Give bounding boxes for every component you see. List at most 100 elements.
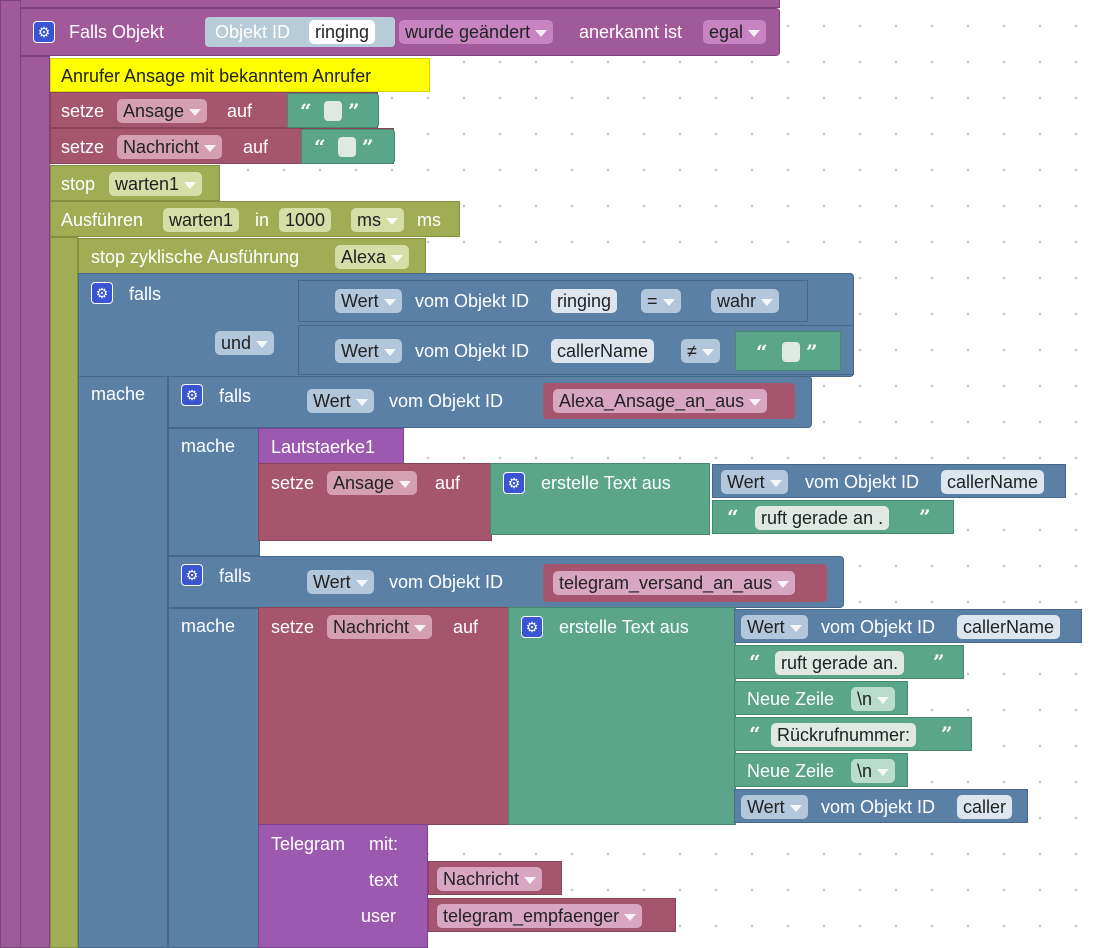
- if2-text-obj[interactable]: callerName: [941, 470, 1045, 494]
- telegram-text-var[interactable]: Nachricht: [437, 867, 543, 891]
- ausfuehren-block[interactable]: Ausführen warten1 in 1000 ms ms: [50, 201, 460, 237]
- anerkannt-dropdown[interactable]: egal: [703, 20, 767, 44]
- stop-cyclic-target[interactable]: Alexa: [335, 245, 410, 269]
- if3-text-item2[interactable]: Wert vom Objekt ID caller: [734, 789, 1028, 823]
- if1-cond2[interactable]: Wert vom Objekt ID callerName ≠ “ ”: [298, 325, 854, 375]
- empty-text-nachricht[interactable]: “ ”: [301, 129, 395, 164]
- cond2-wert[interactable]: Wert: [335, 339, 402, 363]
- if3-text-literal2[interactable]: “ Rückrufnummer: ”: [734, 717, 972, 751]
- if3-item2-wert[interactable]: Wert: [741, 795, 808, 819]
- if3-item2-obj[interactable]: caller: [957, 795, 1013, 819]
- if2-text-literal[interactable]: “ ruft gerade an . ”: [712, 500, 954, 534]
- empty-text-field[interactable]: [324, 101, 342, 121]
- stop-cyclic-block[interactable]: stop zyklische Ausführung Alexa: [78, 238, 426, 274]
- if2-set-ansage[interactable]: setze Ansage auf: [258, 463, 492, 541]
- gear-icon[interactable]: ⚙: [503, 472, 525, 494]
- if2-cond-obj[interactable]: Alexa_Ansage_an_aus: [553, 389, 768, 413]
- quote-close-icon: ”: [919, 505, 931, 529]
- gear-icon[interactable]: ⚙: [181, 384, 203, 406]
- if2-text-item1[interactable]: Wert vom Objekt ID callerName: [712, 464, 1066, 498]
- anerkannt-label: anerkannt ist: [579, 22, 683, 42]
- stop-timer-block[interactable]: stop warten1: [50, 165, 220, 201]
- if3-newline2-option[interactable]: \n: [851, 759, 896, 783]
- if3-falls: falls: [219, 566, 252, 586]
- if2-mache-spine: mache: [168, 428, 260, 556]
- telegram-user-var[interactable]: telegram_empfaenger: [437, 904, 643, 928]
- und-dropdown[interactable]: und: [215, 331, 275, 355]
- if2-cond-vom: vom Objekt ID: [389, 391, 504, 411]
- trigger-label: Falls Objekt: [69, 22, 165, 42]
- if3-cond-obj-block[interactable]: telegram_versand_an_aus: [543, 564, 827, 602]
- object-id-field[interactable]: Objekt ID ringing: [205, 17, 395, 47]
- empty-text-field[interactable]: [782, 342, 800, 362]
- lautstaerke-function[interactable]: Lautstaerke1: [258, 428, 404, 464]
- cond1-op[interactable]: =: [641, 289, 681, 313]
- cond1-value[interactable]: wahr: [711, 289, 780, 313]
- empty-text-field[interactable]: [338, 137, 356, 157]
- cond2-empty-text[interactable]: “ ”: [735, 331, 841, 371]
- gear-icon[interactable]: ⚙: [181, 564, 203, 586]
- if3-newline1-option[interactable]: \n: [851, 687, 896, 711]
- if3-item1-obj[interactable]: callerName: [957, 615, 1061, 639]
- telegram-block[interactable]: Telegram mit: text user: [258, 824, 428, 948]
- set-nachricht-block[interactable]: setze Nachricht auf “ ”: [50, 128, 395, 164]
- if2-cond-obj-block[interactable]: Alexa_Ansage_an_aus: [543, 383, 795, 419]
- ausfuehren-label: Ausführen: [61, 210, 144, 230]
- if3-create-text-label: erstelle Text aus: [559, 617, 689, 637]
- set-nachricht-var[interactable]: Nachricht: [117, 135, 223, 159]
- cond2-obj[interactable]: callerName: [551, 339, 655, 363]
- changed-dropdown[interactable]: wurde geändert: [399, 20, 554, 44]
- if3-block[interactable]: ⚙ falls Wert vom Objekt ID telegram_vers…: [168, 556, 844, 608]
- lautstaerke-label: Lautstaerke1: [271, 437, 376, 457]
- object-id-value[interactable]: ringing: [309, 20, 376, 44]
- empty-text-ansage[interactable]: “ ”: [287, 93, 379, 128]
- cond1-wert[interactable]: Wert: [335, 289, 402, 313]
- if2-literal-value[interactable]: ruft gerade an .: [755, 506, 890, 530]
- if3-literal2-value[interactable]: Rückrufnummer:: [771, 723, 917, 747]
- ausfuehren-timer[interactable]: warten1: [163, 208, 240, 232]
- if3-set-nachricht[interactable]: setze Nachricht auf: [258, 607, 510, 825]
- if3-item2-vom: vom Objekt ID: [821, 797, 936, 817]
- set-ansage-var[interactable]: Ansage: [117, 99, 208, 123]
- if3-setze: setze: [271, 617, 315, 637]
- if2-text-vom: vom Objekt ID: [805, 472, 920, 492]
- if3-newline1-label: Neue Zeile: [747, 689, 835, 709]
- if2-create-text-label: erstelle Text aus: [541, 473, 671, 493]
- if3-newline1[interactable]: Neue Zeile \n: [734, 681, 908, 715]
- gear-icon[interactable]: ⚙: [33, 21, 55, 43]
- stop-timer-dropdown[interactable]: warten1: [109, 172, 203, 196]
- if2-auf: auf: [435, 473, 461, 493]
- if3-create-text[interactable]: ⚙ erstelle Text aus: [508, 607, 736, 825]
- if3-text-item1[interactable]: Wert vom Objekt ID callerName: [734, 609, 1082, 643]
- if2-mache: mache: [181, 436, 236, 456]
- cond2-op[interactable]: ≠: [681, 339, 720, 363]
- set-ansage-auf: auf: [227, 101, 253, 121]
- if3-newline2[interactable]: Neue Zeile \n: [734, 753, 908, 787]
- telegram-text-var-block[interactable]: Nachricht: [428, 861, 562, 895]
- if3-literal1-value[interactable]: ruft gerade an.: [775, 651, 905, 675]
- if2-block[interactable]: ⚙ falls Wert vom Objekt ID Alexa_Ansage_…: [168, 376, 812, 428]
- if3-item1-wert[interactable]: Wert: [741, 615, 808, 639]
- cond1-obj[interactable]: ringing: [551, 289, 618, 313]
- object-id-label: Objekt ID: [215, 22, 291, 42]
- if2-text-wert[interactable]: Wert: [721, 470, 788, 494]
- gear-icon[interactable]: ⚙: [91, 282, 113, 304]
- if1-mache-spine: mache: [78, 376, 168, 948]
- unit-dropdown[interactable]: ms: [351, 208, 404, 232]
- if3-text-literal1[interactable]: “ ruft gerade an. ”: [734, 645, 964, 679]
- delay-field[interactable]: 1000: [279, 208, 332, 232]
- telegram-user-var-block[interactable]: telegram_empfaenger: [428, 898, 676, 932]
- if2-set-var[interactable]: Ansage: [327, 471, 418, 495]
- if3-set-var[interactable]: Nachricht: [327, 615, 433, 639]
- if2-create-text[interactable]: ⚙ erstelle Text aus: [490, 463, 710, 535]
- set-ansage-block[interactable]: setze Ansage auf “ ”: [50, 92, 379, 128]
- if3-cond-wert[interactable]: Wert: [307, 570, 374, 594]
- if3-mache: mache: [181, 616, 236, 636]
- if2-cond-wert[interactable]: Wert: [307, 389, 374, 413]
- gear-icon[interactable]: ⚙: [521, 616, 543, 638]
- if1-cond1[interactable]: Wert vom Objekt ID ringing = wahr: [298, 280, 808, 322]
- trigger-block[interactable]: ⚙ Falls Objekt Objekt ID ringing wurde g…: [20, 8, 780, 56]
- comment-block[interactable]: Anrufer Ansage mit bekanntem Anrufer: [50, 58, 430, 92]
- if3-cond-obj[interactable]: telegram_versand_an_aus: [553, 571, 796, 595]
- quote-close-icon: ”: [941, 722, 953, 746]
